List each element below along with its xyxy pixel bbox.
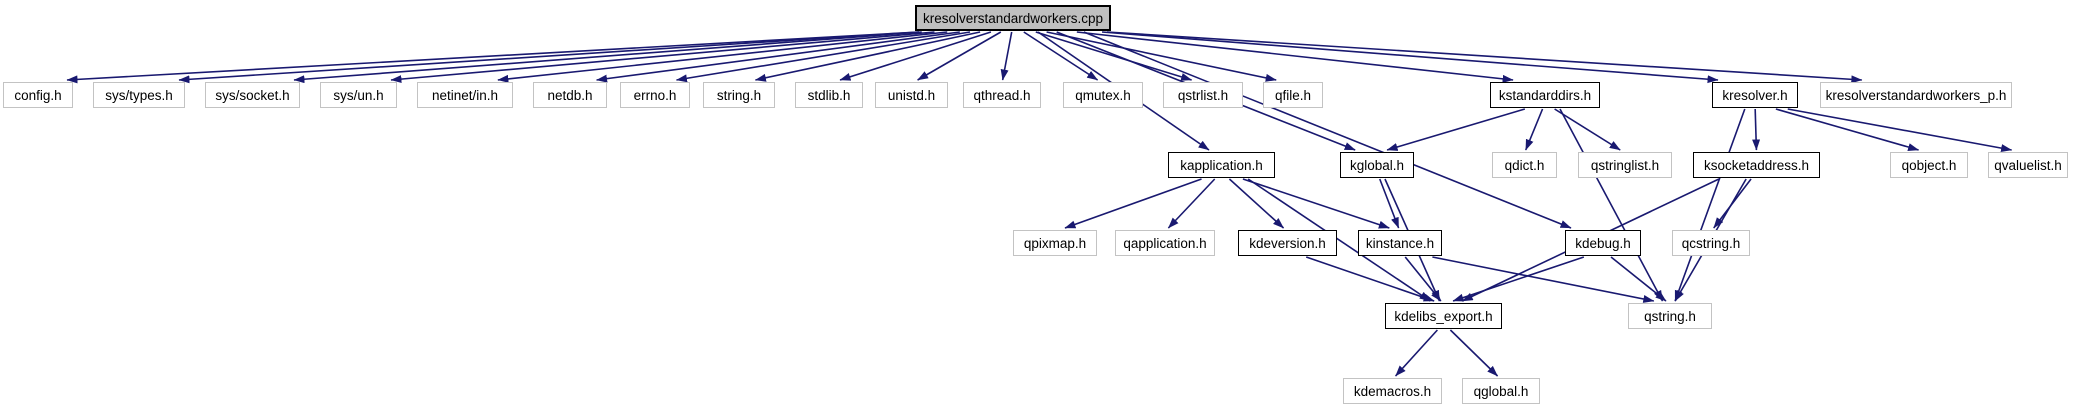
edge-kresolverstandardworkers-cpp-to-unistd-h bbox=[917, 31, 1002, 81]
edge-kresolverstandardworkers-cpp-to-kstandarddirs-h bbox=[1076, 31, 1514, 83]
edge-kdebug-h-to-qstring-h bbox=[1610, 256, 1667, 302]
edge-kresolverstandardworkers-cpp-to-netdb-h bbox=[596, 31, 960, 83]
edge-kresolverstandardworkers-cpp-to-qstrlist-h bbox=[1035, 31, 1193, 81]
edge-kapplication-h-to-qapplication-h bbox=[1167, 178, 1216, 229]
edge-kapplication-h-to-qpixmap-h bbox=[1064, 178, 1202, 229]
edge-kresolverstandardworkers-cpp-to-sys-types-h bbox=[178, 31, 920, 84]
graph-node-kinstance-h[interactable]: kinstance.h bbox=[1358, 230, 1442, 256]
edge-kresolverstandardworkers-cpp-to-kdebug-h bbox=[1083, 31, 1572, 229]
edge-kglobal-h-to-kinstance-h bbox=[1379, 178, 1400, 229]
edge-kapplication-h-to-kdeversion-h bbox=[1228, 178, 1285, 229]
edge-kdelibs-export-h-to-kdemacros-h bbox=[1394, 329, 1438, 377]
edge-kresolverstandardworkers-cpp-to-qfile-h bbox=[1046, 31, 1277, 82]
edge-kapplication-h-to-kdelibs-export-h bbox=[1247, 178, 1431, 302]
graph-node-kglobal-h[interactable]: kglobal.h bbox=[1340, 152, 1414, 178]
graph-node-netinet-in-h: netinet/in.h bbox=[417, 82, 513, 108]
edge-kresolverstandardworkers-cpp-to-sys-socket-h bbox=[293, 31, 922, 84]
edge-kresolverstandardworkers-cpp-to-kresolver-h bbox=[1101, 31, 1719, 84]
edge-kapplication-h-to-kinstance-h bbox=[1242, 178, 1390, 229]
edge-kresolverstandardworkers-cpp-to-netinet-in-h bbox=[497, 31, 948, 83]
graph-node-kstandarddirs-h[interactable]: kstandarddirs.h bbox=[1490, 82, 1600, 108]
graph-node-qcstring-h: qcstring.h bbox=[1672, 230, 1750, 256]
graph-node-qvaluelist-h: qvaluelist.h bbox=[1988, 152, 2068, 178]
graph-node-qstrlist-h: qstrlist.h bbox=[1163, 82, 1243, 108]
graph-node-kresolverstandardworkers-cpp: kresolverstandardworkers.cpp bbox=[915, 5, 1111, 31]
graph-node-kresolverstandardworkers-p-h: kresolverstandardworkers_p.h bbox=[1820, 82, 2012, 108]
graph-node-sys-un-h: sys/un.h bbox=[320, 82, 397, 108]
graph-node-kresolver-h[interactable]: kresolver.h bbox=[1712, 82, 1798, 108]
edge-kresolverstandardworkers-cpp-to-errno-h bbox=[675, 31, 971, 83]
edge-kresolver-h-to-ksocketaddress-h bbox=[1752, 108, 1761, 151]
edge-kresolverstandardworkers-cpp-to-stdlib-h bbox=[839, 31, 992, 81]
graph-node-stdlib-h: stdlib.h bbox=[795, 82, 863, 108]
graph-node-qglobal-h: qglobal.h bbox=[1462, 378, 1540, 404]
graph-node-sys-socket-h: sys/socket.h bbox=[205, 82, 300, 108]
edge-kresolver-h-to-qobject-h bbox=[1775, 108, 1920, 151]
graph-node-kdemacros-h: kdemacros.h bbox=[1343, 378, 1442, 404]
graph-node-qpixmap-h: qpixmap.h bbox=[1013, 230, 1097, 256]
graph-node-kdeversion-h[interactable]: kdeversion.h bbox=[1238, 230, 1337, 256]
edge-kdeversion-h-to-kdelibs-export-h bbox=[1305, 256, 1435, 302]
graph-node-kapplication-h[interactable]: kapplication.h bbox=[1168, 152, 1275, 178]
graph-node-qstringlist-h: qstringlist.h bbox=[1578, 152, 1672, 178]
edge-kstandarddirs-h-to-qdict-h bbox=[1524, 108, 1544, 151]
graph-node-netdb-h: netdb.h bbox=[533, 82, 607, 108]
edge-kinstance-h-to-qstring-h bbox=[1432, 256, 1655, 303]
edge-kresolver-h-to-qstring-h bbox=[1674, 108, 1746, 302]
edge-kresolverstandardworkers-cpp-to-config-h bbox=[66, 31, 920, 84]
graph-node-ksocketaddress-h[interactable]: ksocketaddress.h bbox=[1693, 152, 1820, 178]
edge-kresolverstandardworkers-cpp-to-kresolverstandardworkers-p-h bbox=[1106, 31, 1863, 84]
graph-node-kdebug-h[interactable]: kdebug.h bbox=[1565, 230, 1641, 256]
graph-node-errno-h: errno.h bbox=[620, 82, 690, 108]
graph-node-qfile-h: qfile.h bbox=[1263, 82, 1323, 108]
edge-kstandarddirs-h-to-qstring-h bbox=[1559, 108, 1664, 302]
graph-node-unistd-h: unistd.h bbox=[875, 82, 948, 108]
graph-node-qmutex-h: qmutex.h bbox=[1063, 82, 1143, 108]
edge-kresolverstandardworkers-cpp-to-sys-un-h bbox=[390, 31, 935, 84]
edge-kresolverstandardworkers-cpp-to-qthread-h bbox=[1000, 31, 1013, 81]
graph-node-qthread-h: qthread.h bbox=[963, 82, 1041, 108]
graph-node-qapplication-h: qapplication.h bbox=[1115, 230, 1215, 256]
graph-node-config-h: config.h bbox=[3, 82, 73, 108]
graph-node-sys-types-h: sys/types.h bbox=[93, 82, 185, 108]
edge-kresolverstandardworkers-cpp-to-qmutex-h bbox=[1023, 31, 1099, 81]
graph-node-kdelibs-export-h[interactable]: kdelibs_export.h bbox=[1385, 303, 1502, 329]
graph-node-qstring-h: qstring.h bbox=[1628, 303, 1712, 329]
edge-kstandarddirs-h-to-kglobal-h bbox=[1386, 108, 1526, 151]
edge-kresolverstandardworkers-cpp-to-string-h bbox=[754, 31, 981, 82]
graph-node-qobject-h: qobject.h bbox=[1890, 152, 1968, 178]
graph-node-string-h: string.h bbox=[703, 82, 775, 108]
edge-kresolver-h-to-qvaluelist-h bbox=[1787, 108, 2013, 153]
graph-node-qdict-h: qdict.h bbox=[1492, 152, 1557, 178]
edge-kdelibs-export-h-to-qglobal-h bbox=[1449, 329, 1499, 377]
edge-kinstance-h-to-kdelibs-export-h bbox=[1404, 256, 1442, 302]
edge-kstandarddirs-h-to-qstringlist-h bbox=[1554, 108, 1621, 151]
edge-kdebug-h-to-kdelibs-export-h bbox=[1452, 256, 1585, 302]
